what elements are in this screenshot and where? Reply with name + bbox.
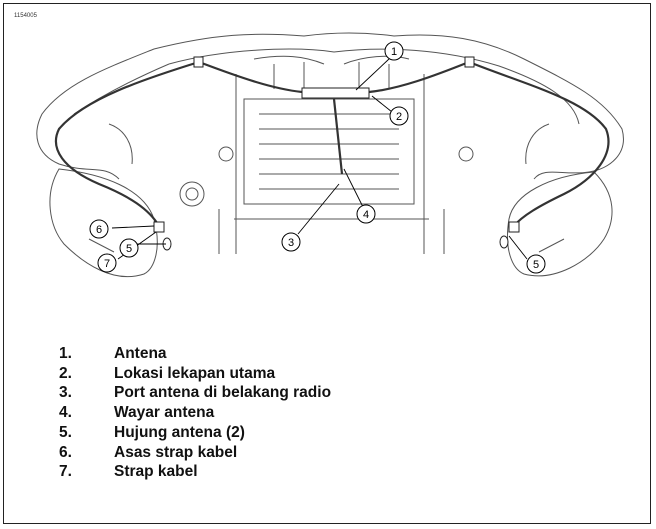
callout-5-right: 5	[526, 254, 546, 274]
legend-item: 4. Wayar antena	[59, 404, 215, 422]
antenna-unit	[301, 87, 370, 99]
svg-text:5: 5	[126, 243, 132, 255]
svg-text:6: 6	[96, 224, 102, 236]
svg-text:3: 3	[288, 237, 294, 249]
antenna-end-right	[499, 235, 509, 249]
legend: 1. Antena 2. Lokasi lekapan utama 3. Por…	[59, 344, 331, 482]
legend-item: 1. Antena	[59, 345, 167, 362]
legend-label: Antena	[114, 345, 167, 362]
legend-item: 5. Hujung antena (2)	[59, 423, 245, 441]
legend-item: 3. Port antena di belakang radio	[59, 384, 332, 402]
cable-strap-base-right	[508, 221, 520, 233]
callout-6: 6	[89, 219, 109, 239]
svg-text:2: 2	[396, 111, 402, 123]
callout-5-left: 5	[119, 238, 139, 258]
svg-text:5: 5	[533, 259, 539, 271]
cable-strap-base-left	[153, 221, 165, 233]
cable-clip-right	[464, 56, 475, 68]
legend-label: Strap kabel	[114, 463, 198, 481]
legend-item: 7. Strap kabel	[59, 463, 198, 481]
legend-label: Hujung antena (2)	[114, 423, 245, 441]
callout-7: 7	[97, 253, 117, 273]
figure-frame: 1154005	[3, 3, 651, 524]
cable-clip-left	[193, 56, 204, 68]
legend-label: Wayar antena	[114, 404, 215, 422]
fairing-diagram: 1 2 3 4 5 5 6 7	[36, 32, 624, 278]
fairing-outline	[36, 32, 624, 180]
svg-text:1: 1	[391, 46, 397, 58]
figure-id: 1154005	[14, 13, 37, 19]
callout-3: 3	[281, 232, 301, 252]
callout-2: 2	[389, 106, 409, 126]
legend-label: Port antena di belakang radio	[114, 384, 332, 402]
legend-label: Asas strap kabel	[114, 443, 238, 461]
legend-label: Lokasi lekapan utama	[114, 364, 276, 382]
legend-item: 6. Asas strap kabel	[59, 443, 238, 461]
svg-text:7: 7	[104, 258, 110, 270]
callout-1: 1	[384, 41, 404, 61]
antenna-wire	[198, 60, 610, 227]
callout-4: 4	[356, 204, 376, 224]
legend-item: 2. Lokasi lekapan utama	[59, 364, 276, 382]
svg-text:4: 4	[363, 209, 369, 221]
